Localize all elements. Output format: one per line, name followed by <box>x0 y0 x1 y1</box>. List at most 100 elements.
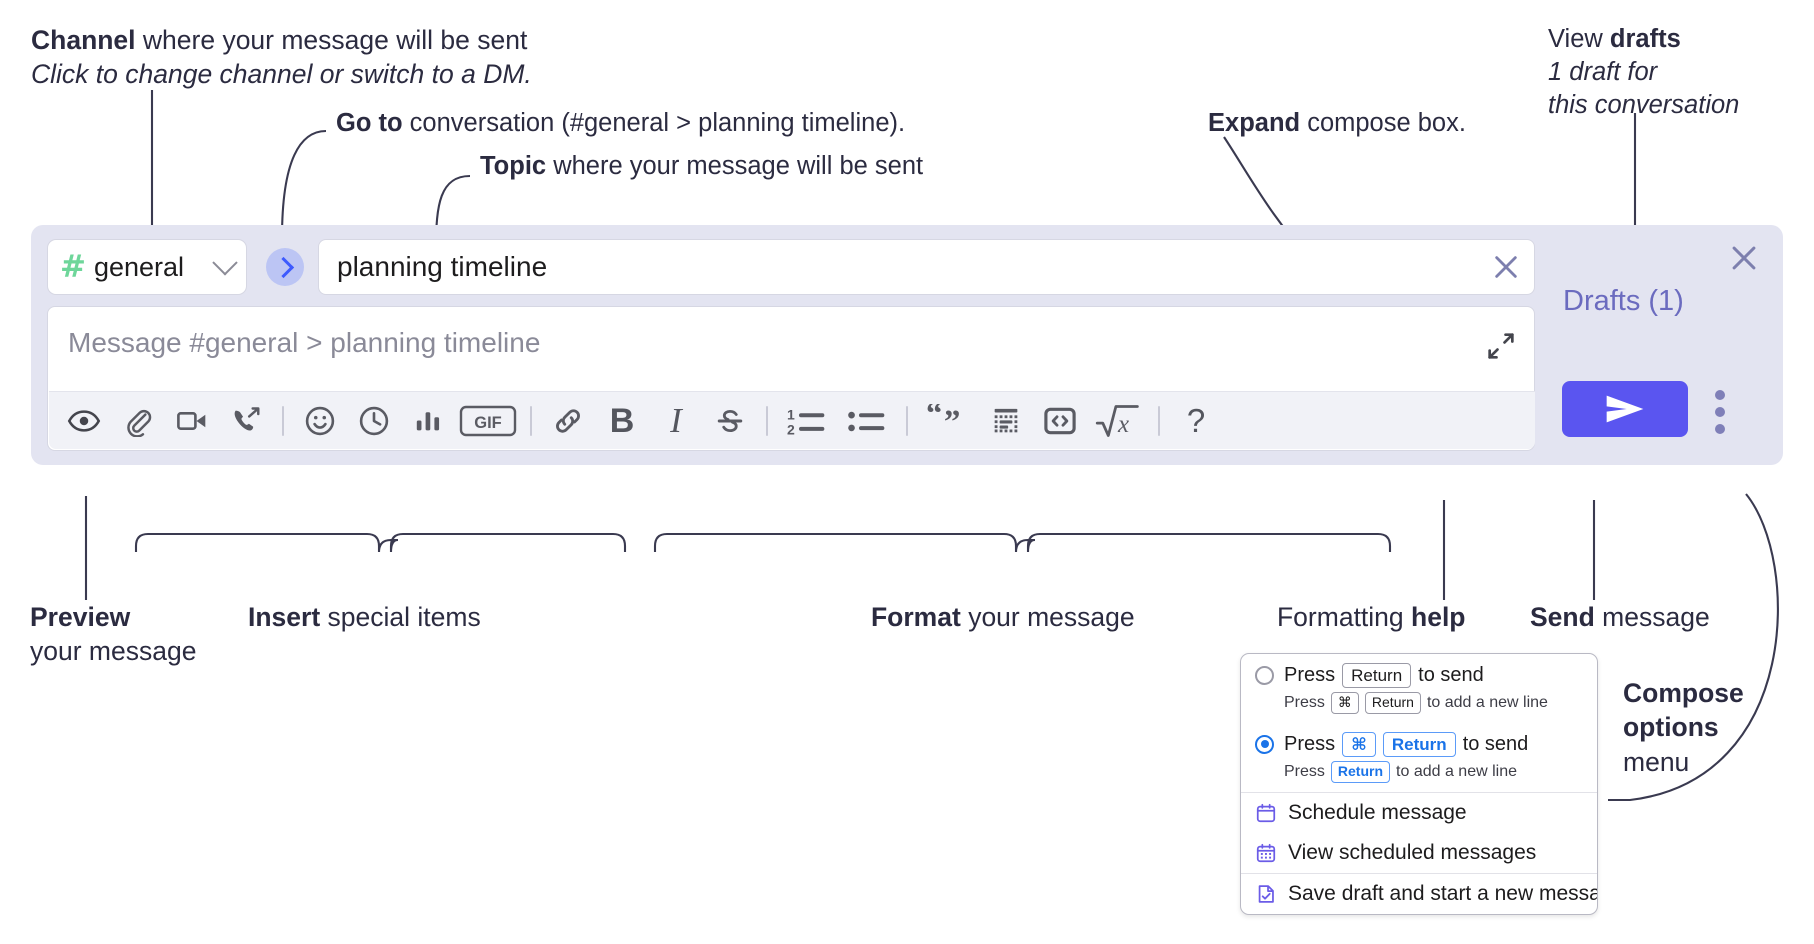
message-input-box[interactable]: Message #general > planning timeline <box>47 306 1535 451</box>
annotation-help-bold: help <box>1411 602 1466 632</box>
annotation-expand-bold: Expand <box>1208 109 1301 137</box>
annotation-format: Format your message <box>871 600 1135 634</box>
svg-text:”: ” <box>944 404 961 438</box>
annotation-goto: Go to conversation (#general > planning … <box>336 107 905 140</box>
annotation-send: Send message <box>1530 600 1710 634</box>
blockquote-button[interactable]: “ ” <box>917 398 979 444</box>
kebab-menu-icon <box>1715 390 1725 400</box>
annotation-topic: Topic where your message will be sent <box>480 150 923 183</box>
menu-item-label: View scheduled messages <box>1288 840 1537 864</box>
menu-item-schedule-message[interactable]: Schedule message <box>1241 793 1597 833</box>
close-icon <box>1495 256 1517 278</box>
annotation-compose-options: Compose options menu <box>1623 676 1744 779</box>
menu-option-return-to-send[interactable]: Press Return to send <box>1241 654 1597 689</box>
option1-pre: Press <box>1284 664 1336 687</box>
huddle-button[interactable] <box>219 398 273 444</box>
emoji-button[interactable] <box>293 398 347 444</box>
key-return: Return <box>1364 692 1421 714</box>
toolbar-separator <box>530 405 532 436</box>
menu-item-save-draft[interactable]: Save draft and start a new message <box>1241 874 1597 914</box>
compose-right-rail: Drafts (1) <box>1551 225 1783 465</box>
bold-icon: B <box>609 401 635 440</box>
annotation-insert-rest: special items <box>320 602 481 632</box>
emoji-icon <box>305 406 335 435</box>
annotation-topic-rest: where your message will be sent <box>546 152 924 180</box>
ordered-list-button[interactable]: 1 2 <box>777 398 837 444</box>
option1-post: to send <box>1418 664 1484 687</box>
key-command: ⌘ <box>1330 692 1359 714</box>
compose-options-button[interactable] <box>1708 390 1732 434</box>
hash-icon: # <box>60 248 86 285</box>
menu-option-cmd-return-to-send[interactable]: Press ⌘ Return to send <box>1241 723 1597 758</box>
italic-button[interactable]: I <box>649 398 703 444</box>
math-button[interactable]: x <box>1087 398 1149 444</box>
expand-compose-button[interactable] <box>1484 329 1518 363</box>
code-icon <box>1044 407 1076 434</box>
go-to-conversation-button[interactable] <box>266 248 304 286</box>
annotation-format-bold: Format <box>871 602 961 632</box>
annotation-channel-rest: where your message will be sent <box>135 25 528 55</box>
channel-selector[interactable]: # general <box>47 239 247 295</box>
annotation-expand: Expand compose box. <box>1208 107 1466 140</box>
annotation-compose-bold2: options <box>1623 712 1719 743</box>
gif-button[interactable]: GIF <box>455 398 521 444</box>
code-button[interactable] <box>1033 398 1087 444</box>
link-button[interactable] <box>541 398 595 444</box>
topic-input[interactable]: planning timeline <box>337 251 548 282</box>
drafts-link[interactable]: Drafts (1) <box>1563 285 1684 317</box>
menu-item-label: Schedule message <box>1288 800 1467 824</box>
annotation-preview-bold: Preview <box>30 602 131 632</box>
panel-close-button[interactable] <box>1727 241 1761 275</box>
annotation-preview: Preview your message <box>30 600 196 669</box>
compose-inner: # general planning timeline Message #ge <box>47 239 1535 451</box>
chevron-down-icon <box>212 250 238 276</box>
radio-icon-selected[interactable] <box>1255 734 1274 754</box>
formatting-toolbar[interactable]: GIF B <box>49 391 1535 449</box>
math-icon: x <box>1095 404 1139 438</box>
key-return: Return <box>1342 663 1412 689</box>
preview-button[interactable] <box>57 398 111 444</box>
code-block-button[interactable] <box>979 398 1033 444</box>
send-button[interactable] <box>1562 381 1688 437</box>
menu-item-view-scheduled-messages[interactable]: View scheduled messages <box>1241 833 1597 873</box>
formatting-help-icon: ? <box>1186 402 1206 439</box>
ordered-list-icon: 1 2 <box>787 406 825 437</box>
annotation-insert-bold: Insert <box>248 602 321 632</box>
svg-text:1: 1 <box>787 406 795 422</box>
option2-sub-post: to add a new line <box>1396 762 1518 780</box>
annotation-topic-bold: Topic <box>480 152 547 180</box>
compose-options-menu[interactable]: Press Return to send Press ⌘ Return to a… <box>1240 653 1598 915</box>
poll-button[interactable] <box>401 398 455 444</box>
link-icon <box>556 408 580 433</box>
toolbar-separator <box>1158 405 1160 436</box>
svg-text:GIF: GIF <box>474 414 502 432</box>
key-return: Return <box>1382 731 1456 757</box>
option2-sub-pre: Press <box>1284 762 1325 780</box>
svg-text:“: “ <box>926 404 943 432</box>
attach-button[interactable] <box>111 398 165 444</box>
bulleted-list-button[interactable] <box>837 398 897 444</box>
poll-icon <box>416 411 440 430</box>
formatting-help-button[interactable]: ? <box>1169 398 1223 444</box>
option2-post: to send <box>1462 732 1529 755</box>
menu-option1-sub: Press ⌘ Return to add a new line <box>1241 689 1597 723</box>
calendar-icon <box>1256 803 1276 822</box>
annotation-channel-italic: Click to change channel or switch to a D… <box>31 59 532 90</box>
annotation-drafts-bold: drafts <box>1609 25 1681 53</box>
topic-clear-button[interactable] <box>1478 251 1534 283</box>
schedule-button[interactable] <box>347 398 401 444</box>
video-button[interactable] <box>165 398 219 444</box>
blockquote-icon: “ ” <box>926 404 961 438</box>
annotation-preview-rest: your message <box>30 636 197 667</box>
code-block-icon <box>994 408 1018 432</box>
annotation-insert: Insert special items <box>248 600 481 634</box>
bold-button[interactable]: B <box>595 398 649 444</box>
annotation-send-bold: Send <box>1530 602 1595 632</box>
topic-field[interactable]: planning timeline <box>318 239 1535 295</box>
italic-icon: I <box>670 401 682 440</box>
radio-icon[interactable] <box>1255 666 1274 686</box>
svg-text:2: 2 <box>787 421 795 437</box>
strikethrough-button[interactable] <box>703 398 757 444</box>
attach-icon <box>127 409 152 437</box>
clock-icon <box>359 406 389 435</box>
